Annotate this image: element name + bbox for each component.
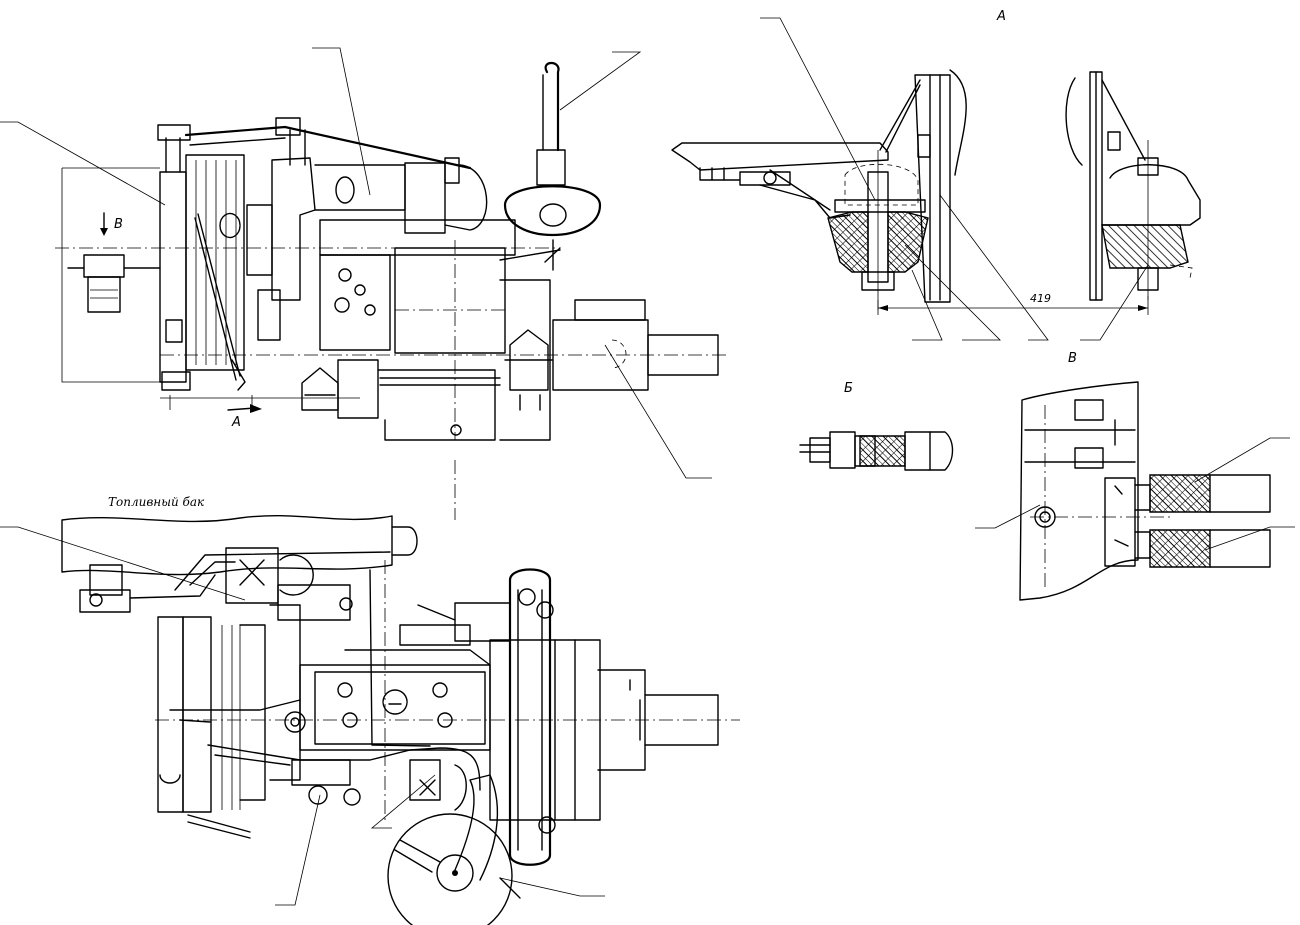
view-label-b-arrow: В (114, 217, 123, 232)
view-labels: А А В Б В 419 Топливный бак (108, 9, 1077, 509)
engine-side-view (55, 61, 730, 520)
leader-lines (0, 17, 1295, 906)
view-label-a-arrow: А (231, 415, 241, 430)
view-label-b: Б (844, 381, 853, 396)
view-b-fitting (799, 431, 954, 471)
view-a-mount-section (671, 69, 1201, 315)
view-label-v: В (1068, 351, 1077, 366)
view-v-connection (1019, 381, 1271, 601)
fuel-tank-label: Топливный бак (108, 495, 205, 509)
engine-plan-view (61, 514, 740, 925)
view-label-a-top: А (996, 9, 1006, 24)
dimension-419: 419 (1030, 292, 1051, 305)
